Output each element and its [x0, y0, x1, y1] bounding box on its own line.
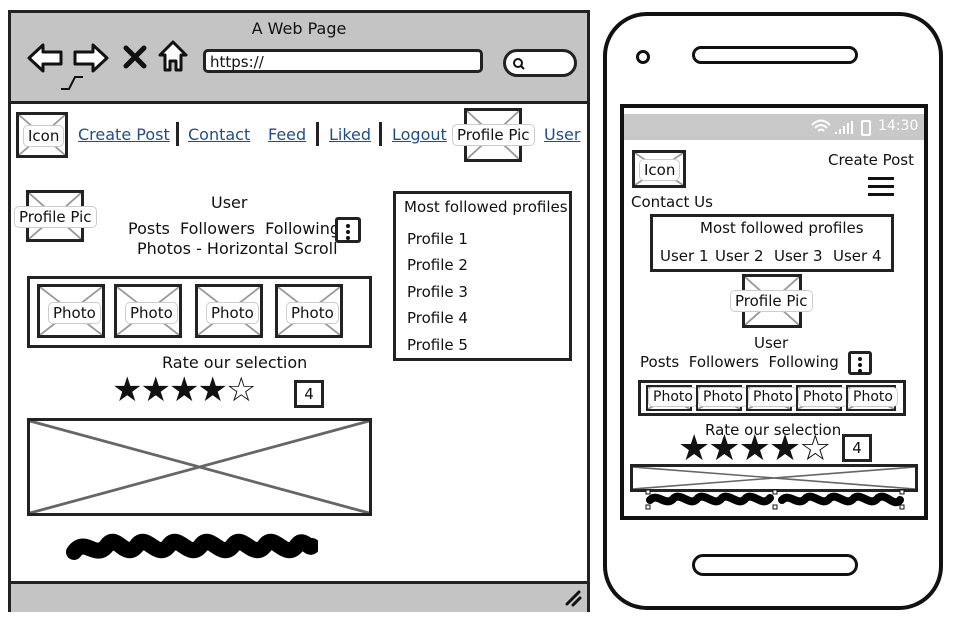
address-text: https:// — [210, 53, 264, 71]
star-filled-icon[interactable]: ★ — [112, 370, 143, 410]
phone-home-button[interactable] — [692, 554, 858, 576]
mobile-most-followed-panel: Most followed profiles User 1 User 2 Use… — [650, 214, 894, 272]
photo-label: Photo — [286, 302, 339, 324]
rating-value: 4 — [304, 385, 314, 403]
nav-profile-pic-label: Profile Pic — [452, 124, 535, 146]
phone-camera — [636, 50, 650, 64]
mobile-user-name: User — [754, 334, 789, 352]
mobile-user-link[interactable]: User 4 — [833, 247, 882, 265]
photo-thumb[interactable]: Photo — [195, 284, 263, 338]
mobile-photo-thumb[interactable]: Photo — [746, 385, 798, 411]
mobile-rating-value: 4 — [852, 439, 862, 457]
mobile-photo-thumb[interactable]: Photo — [846, 385, 898, 411]
nav-separator — [316, 122, 319, 146]
mobile-photo-thumb[interactable]: Photo — [796, 385, 848, 411]
resize-grip-icon[interactable] — [563, 588, 583, 608]
profile-link[interactable]: Profile 2 — [407, 256, 468, 274]
mobile-create-post[interactable]: Create Post — [828, 151, 914, 169]
search-icon — [513, 58, 525, 70]
battery-icon — [861, 120, 871, 136]
star-empty-icon[interactable]: ☆ — [225, 370, 257, 410]
nav-link-create-post[interactable]: Create Post — [78, 125, 170, 144]
nav-icon-placeholder[interactable]: Icon — [16, 112, 68, 158]
mobile-profile-stats: Posts Followers Following — [640, 353, 839, 371]
scribbled-text — [66, 533, 318, 560]
browser-status-bar — [11, 581, 587, 612]
nav-separator — [379, 122, 382, 146]
mobile-user-link[interactable]: User 1 — [660, 247, 709, 265]
rating-stars[interactable]: ★★★★☆ — [112, 370, 257, 410]
mobile-photo-label: Photo — [698, 387, 748, 407]
most-followed-panel: Most followed profiles Profile 1 Profile… — [393, 191, 572, 361]
star-filled-icon[interactable]: ★ — [678, 428, 710, 469]
star-filled-icon[interactable]: ★ — [168, 370, 200, 410]
profile-link[interactable]: Profile 5 — [407, 336, 468, 354]
mobile-contact-us[interactable]: Contact Us — [631, 193, 713, 211]
star-filled-icon[interactable]: ★ — [738, 428, 771, 469]
profile-more-menu[interactable] — [335, 217, 361, 243]
photos-caption: Photos - Horizontal Scroll — [137, 239, 338, 258]
back-arrow-icon[interactable] — [25, 41, 65, 75]
star-empty-icon[interactable]: ☆ — [799, 428, 831, 469]
photo-thumb[interactable]: Photo — [37, 284, 105, 338]
nav-link-user[interactable]: User — [544, 125, 581, 144]
photo-label: Photo — [206, 302, 259, 324]
photo-label: Photo — [125, 302, 178, 324]
mobile-user-link[interactable]: User 2 — [715, 247, 764, 265]
mobile-rating-value-box: 4 — [842, 434, 872, 462]
mobile-icon-label: Icon — [639, 159, 681, 181]
rating-value-box: 4 — [294, 380, 324, 408]
search-box[interactable] — [503, 49, 577, 77]
profile-stats: Posts Followers Following — [128, 219, 341, 238]
mobile-rating-label: Rate our selection — [705, 421, 842, 439]
address-bar[interactable]: https:// — [203, 49, 483, 73]
home-icon[interactable] — [157, 39, 189, 73]
cursor-icon — [61, 76, 83, 90]
photo-thumb[interactable]: Photo — [114, 284, 182, 338]
star-filled-icon[interactable]: ★ — [768, 428, 801, 469]
mobile-most-followed-title: Most followed profiles — [700, 219, 864, 237]
star-filled-icon[interactable]: ★ — [140, 370, 171, 410]
most-followed-title: Most followed profiles — [404, 198, 568, 216]
forward-arrow-icon[interactable] — [71, 41, 111, 75]
star-filled-icon[interactable]: ★ — [197, 370, 228, 410]
photo-label: Photo — [48, 302, 101, 324]
mobile-photo-label: Photo — [798, 387, 848, 407]
mobile-icon-placeholder[interactable]: Icon — [632, 150, 686, 188]
nav-icon-label: Icon — [23, 125, 65, 147]
profile-link[interactable]: Profile 3 — [407, 283, 468, 301]
mobile-scribbled-text — [645, 489, 905, 510]
profile-link[interactable]: Profile 4 — [407, 309, 468, 327]
nav-link-contact[interactable]: Contact — [188, 125, 251, 144]
mobile-user-link[interactable]: User 3 — [774, 247, 823, 265]
browser-toolbar: A Web Page https:// — [11, 13, 587, 104]
photo-thumb[interactable]: Photo — [275, 284, 343, 338]
nav-link-feed[interactable]: Feed — [268, 125, 307, 144]
mobile-photo-thumb[interactable]: Photo — [696, 385, 748, 411]
mobile-photo-thumb[interactable]: Photo — [646, 385, 698, 411]
wifi-icon — [811, 119, 831, 132]
phone-time: 14:30 — [878, 118, 919, 134]
phone-status-bar: 14:30 — [624, 114, 924, 140]
mobile-profile-pic-label: Profile Pic — [730, 290, 813, 312]
nav-link-liked[interactable]: Liked — [329, 125, 372, 144]
profile-pic-label: Profile Pic — [14, 206, 97, 228]
rating-label: Rate our selection — [162, 353, 308, 372]
profile-link[interactable]: Profile 1 — [407, 230, 468, 248]
signal-icon — [835, 121, 853, 134]
phone-speaker — [692, 46, 858, 64]
stop-icon[interactable] — [123, 45, 147, 69]
star-filled-icon[interactable]: ★ — [708, 428, 740, 469]
browser-title: A Web Page — [251, 19, 347, 38]
mobile-photo-label: Photo — [648, 387, 698, 407]
image-placeholder — [27, 418, 372, 516]
nav-link-logout[interactable]: Logout — [392, 125, 447, 144]
mobile-photo-label: Photo — [748, 387, 798, 407]
nav-separator — [176, 122, 179, 146]
mobile-rating-stars[interactable]: ★★★★☆ — [678, 428, 831, 469]
mobile-photo-label: Photo — [848, 387, 898, 407]
profile-user-name: User — [211, 193, 248, 212]
hamburger-menu-icon[interactable] — [868, 177, 894, 201]
mobile-more-menu[interactable] — [848, 351, 872, 375]
